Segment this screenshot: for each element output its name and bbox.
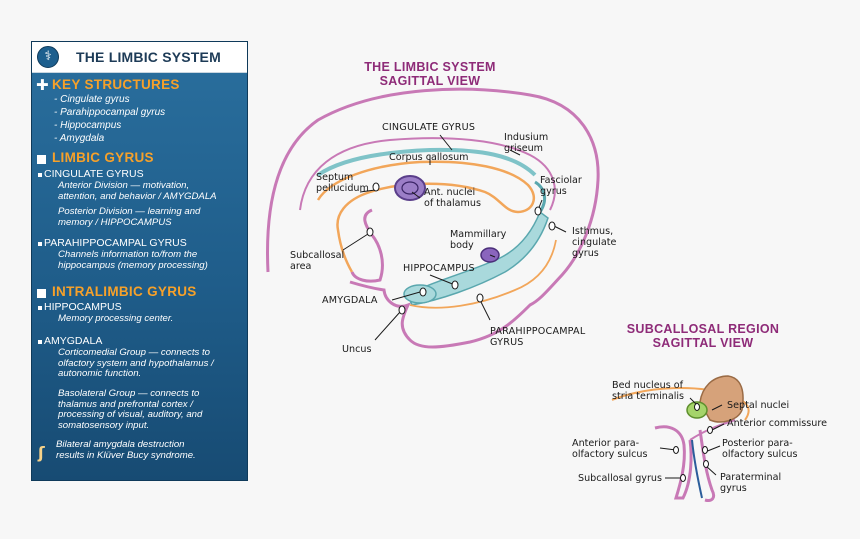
label-isthmus: Isthmus, cingulate gyrus [572, 226, 617, 259]
panel-header: ⚕ THE LIMBIC SYSTEM [32, 42, 247, 73]
section-bullet-icon [37, 289, 46, 298]
label-anterior-nuclei: Ant. nuclei of thalamus [424, 187, 481, 209]
label-septal-nuclei: Septal nuclei [727, 400, 790, 411]
label-indusium-griseum: Indusium griseum [504, 132, 549, 154]
amygdala-basolateral-note: Basolateral Group — connects to thalamus… [58, 388, 203, 431]
parahippocampal-outline [409, 239, 557, 309]
hippocampus-band [407, 210, 549, 306]
fornix [534, 180, 547, 213]
label-anterior-parolfactory: Anterior para- olfactory sulcus [572, 438, 648, 460]
cingulate-gyrus-label: CINGULATE GYRUS [44, 168, 144, 180]
septal-nuclei [699, 375, 744, 423]
plus-icon: ✚ [36, 76, 49, 94]
amygdala-corticomedial-note: Corticomedial Group — connects to olfact… [58, 347, 214, 379]
posterior-parolfactory-line [691, 439, 703, 499]
caduceus-icon: ⚕ [37, 46, 59, 68]
subcallosal-subtitle-text: SAGITTAL VIEW [652, 336, 754, 350]
sub-bullet-icon [38, 306, 42, 310]
cingulate-anterior-note: Anterior Division — motivation, attentio… [58, 180, 217, 202]
hippocampus-label: HIPPOCAMPUS [44, 301, 122, 313]
corpus-callosum [316, 160, 536, 273]
label-corpus-callosum: Corpus callosum [389, 152, 469, 163]
sub-bullet-icon [38, 340, 42, 344]
key-structure-item: - Cingulate gyrus [54, 94, 130, 105]
label-bed-nucleus: Bed nucleus of stria terminalis [612, 380, 685, 402]
anterior-nuclei-inner [401, 181, 419, 195]
indusium-griseum [316, 147, 537, 177]
kluver-bucy-footnote: Bilateral amygdala destruction results i… [56, 439, 196, 461]
info-panel: ⚕ THE LIMBIC SYSTEM ✚ KEY STRUCTURES - C… [31, 41, 248, 481]
label-paraterminal-gyrus: Paraterminal gyrus [720, 472, 782, 494]
label-septum-pellucidum: Septum pellucidum [316, 172, 369, 194]
hippocampus-note: Memory processing center. [58, 313, 174, 324]
subcallosal-title: SUBCALLOSAL REGION SAGITTAL VIEW [618, 322, 788, 350]
amygdala-label: AMYGDALA [44, 335, 103, 347]
label-uncus: Uncus [342, 344, 372, 355]
brain-outline [266, 87, 600, 349]
key-structures-heading: KEY STRUCTURES [52, 77, 180, 92]
label-anterior-commissure: Anterior commissure [727, 418, 827, 429]
intralimbic-gyrus-heading: INTRALIMBIC GYRUS [52, 284, 197, 299]
anterior-nuclei [394, 175, 426, 201]
label-amygdala: AMYGDALA [322, 295, 378, 306]
sagittal-title-text: THE LIMBIC SYSTEM [364, 60, 496, 74]
cingulate-inner-outline [299, 137, 556, 211]
limbic-gyrus-heading: LIMBIC GYRUS [52, 150, 154, 165]
sub-bullet-icon [38, 242, 42, 246]
alert-squiggle-icon: ʃ [38, 443, 45, 462]
label-hippocampus: HIPPOCAMPUS [403, 263, 475, 274]
label-cingulate-gyrus: CINGULATE GYRUS [382, 122, 476, 133]
subcallosal-loop [350, 208, 384, 283]
parahippocampal-note: Channels information to/from the hippoca… [58, 249, 208, 271]
label-posterior-parolfactory: Posterior para- olfactory sulcus [722, 438, 798, 460]
label-fasciolar-gyrus: Fasciolar gyrus [540, 175, 582, 197]
subcallosal-gyrus [654, 425, 693, 500]
label-parahippocampal-gyrus: PARAHIPPOCAMPAL GYRUS [490, 326, 586, 348]
key-structure-item: - Parahippocampal gyrus [54, 107, 166, 118]
sagittal-subtitle-text: SAGITTAL VIEW [379, 74, 481, 88]
label-subcallosal-gyrus: Subcallosal gyrus [578, 473, 662, 484]
parahippocampal-gyrus-label: PARAHIPPOCAMPAL GYRUS [44, 237, 187, 249]
subcallosal-title-text: SUBCALLOSAL REGION [626, 322, 780, 336]
sub-bullet-icon [38, 173, 42, 177]
label-subcallosal-area: Subcallosal area [290, 250, 345, 272]
panel-title: THE LIMBIC SYSTEM [76, 49, 221, 65]
key-structure-item: - Hippocampus [54, 120, 122, 131]
sagittal-title: THE LIMBIC SYSTEM SAGITTAL VIEW [350, 60, 510, 88]
label-mammillary-body: Mammillary body [450, 229, 507, 251]
cingulate-posterior-note: Posterior Division — learning and memory… [58, 206, 201, 228]
key-structure-item: - Amygdala [54, 133, 105, 144]
section-bullet-icon [37, 155, 46, 164]
